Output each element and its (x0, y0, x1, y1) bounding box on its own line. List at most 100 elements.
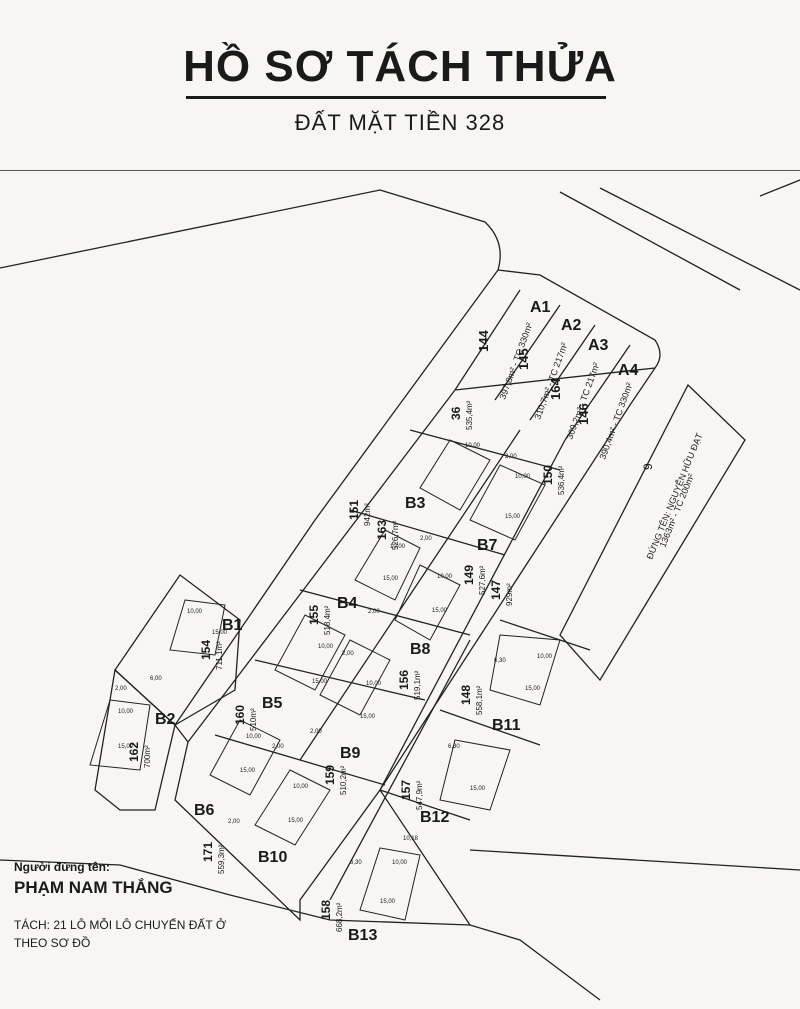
parcel-number: 159 (323, 765, 337, 785)
dim-label: 15,00 (380, 899, 396, 905)
footprint (394, 564, 461, 641)
dim-label: 10,00 (318, 644, 334, 650)
parcel-area: 309,2m² - TC 217m² (564, 361, 601, 440)
parcel-number: 163 (375, 520, 389, 540)
parcel-area: 527,6m² (478, 565, 487, 595)
road-edge (0, 189, 501, 743)
footprint (489, 634, 561, 706)
parcel-area: 536,4m² (557, 465, 566, 495)
parcel-area: 547,9m² (415, 780, 424, 810)
dim-label: 10,00 (187, 609, 203, 615)
dim-label: 2,00 (115, 686, 127, 692)
parcel-number: 145 (516, 348, 531, 370)
parcel-area: 942m² (363, 503, 372, 526)
lot-b1: B1 (222, 617, 243, 634)
dim-label: 6,30 (494, 658, 506, 664)
dim-label: 15,00 (240, 768, 256, 774)
road-edge (469, 849, 800, 871)
parcel-9-number: 9 (641, 463, 655, 470)
footprint (274, 614, 346, 691)
block-outline (174, 269, 661, 922)
parcel-area: 700m² (143, 745, 152, 768)
parcel-area: 390,4m² - TC 330m² (597, 381, 634, 460)
parcel-number: 150 (541, 465, 555, 485)
parcel-area: 558,1m² (475, 685, 484, 715)
parcel-area: 929m² (505, 583, 514, 606)
parcel-area: 518,4m² (323, 605, 332, 635)
dim-label: 2,00 (272, 744, 284, 750)
page-title: HỒ SƠ TÁCH THỬA (183, 42, 617, 91)
dim-label: 6,30 (448, 744, 460, 750)
lot-b3: B3 (405, 495, 426, 512)
dim-label: 15,00 (383, 576, 399, 582)
west-parcel-outline (94, 668, 176, 811)
dim-label: 10,00 (537, 654, 553, 660)
lot-b9: B9 (340, 745, 361, 762)
dim-label: 2,00 (310, 729, 322, 735)
parcel-number: 146 (576, 403, 591, 425)
footprint (469, 464, 546, 541)
lot-a4: A4 (618, 362, 639, 379)
dim-label: 10,00 (390, 544, 406, 550)
parcel-number: 147 (489, 580, 503, 600)
dim-label: 10,00 (246, 734, 262, 740)
dim-label: 15,00 (505, 514, 521, 520)
owner-label: Người đứng tên: (14, 860, 110, 874)
road-edge (559, 191, 741, 291)
parcel-area: 510m² (249, 708, 258, 731)
parcel-number: 157 (399, 780, 413, 800)
parcel-number: 144 (476, 330, 491, 352)
road-edge (379, 789, 471, 926)
dim-label: 10,00 (366, 681, 382, 687)
parcel-number: 160 (233, 705, 247, 725)
footprint (359, 847, 421, 921)
parcel-number: 148 (459, 685, 473, 705)
lot-b12: B12 (420, 809, 449, 826)
lot-b10: B10 (258, 849, 287, 866)
lot-b2: B2 (155, 711, 176, 728)
dim-label: 10,00 (293, 784, 309, 790)
lot-b6: B6 (194, 802, 215, 819)
lot-b13: B13 (348, 927, 377, 944)
dim-label: 15,00 (432, 608, 448, 614)
parcel-number: 162 (127, 742, 141, 762)
parcel-number: 36 (449, 406, 463, 420)
parcel-area: 559,3m² (217, 844, 226, 874)
road-edge (759, 179, 800, 197)
dim-label: 15,00 (118, 744, 134, 750)
note-line: TÁCH: 21 LÔ MỖI LÔ CHUYỂN ĐẤT Ở (14, 918, 227, 932)
dim-label: 15,00 (288, 818, 304, 824)
owner-name: PHẠM NAM THẮNG (14, 878, 173, 897)
plan-frame (0, 170, 800, 1009)
dim-label: 10,18 (403, 836, 419, 842)
footprint (169, 599, 226, 656)
dim-label: 6,30 (350, 860, 362, 866)
dim-label: 2,00 (420, 536, 432, 542)
dim-label: 10,00 (515, 474, 531, 480)
note-line: THEO SƠ ĐỒ (14, 936, 91, 950)
dim-label: 10,00 (465, 443, 481, 449)
dim-label: 10,00 (118, 709, 134, 715)
lot-a1: A1 (530, 299, 551, 316)
subdivision-note: TÁCH: 21 LÔ MỖI LÔ CHUYỂN ĐẤT Ở THEO SƠ … (14, 916, 254, 952)
footprints (89, 439, 561, 921)
parcel-number: 149 (462, 565, 476, 585)
lot-b8: B8 (410, 641, 431, 658)
footprint (439, 739, 511, 811)
parcel-number: 158 (319, 900, 333, 920)
dim-label: 10,00 (392, 860, 408, 866)
dim-label: 6,00 (150, 676, 162, 682)
dim-label: 15,00 (470, 786, 486, 792)
page-subtitle: ĐẤT MẶT TIỀN 328 (294, 110, 506, 135)
footprint (254, 769, 331, 846)
lot-b4: B4 (337, 595, 358, 612)
lot-a2: A2 (561, 317, 582, 334)
parcel-area: 519,1m² (413, 670, 422, 700)
lot-a3: A3 (588, 337, 609, 354)
parcel-area: 510,2m² (339, 765, 348, 795)
dim-label: 15,00 (525, 686, 541, 692)
lot-b5: B5 (262, 695, 283, 712)
parcel-area: 668,2m² (335, 902, 344, 932)
road-edge (0, 859, 601, 1001)
